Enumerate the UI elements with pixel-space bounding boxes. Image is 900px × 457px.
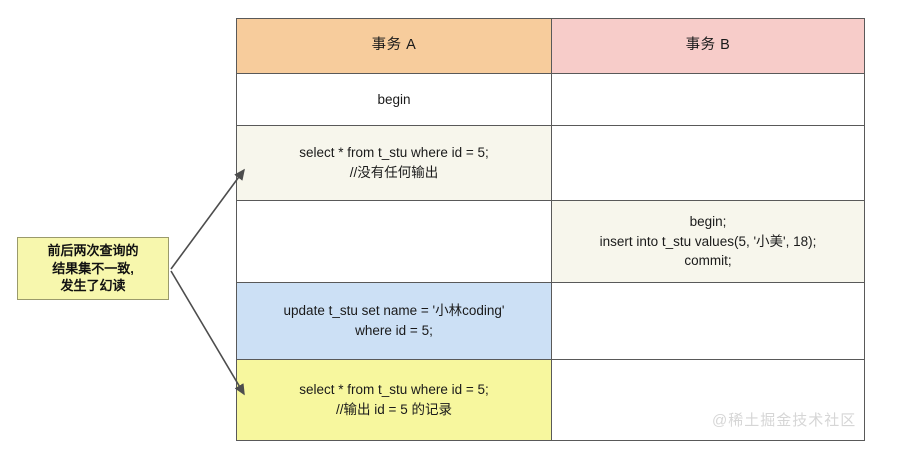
cell-a-empty-1 bbox=[236, 200, 552, 283]
table-row: begin; insert into t_stu values(5, '小美',… bbox=[236, 200, 865, 283]
cell-b-insert-commit: begin; insert into t_stu values(5, '小美',… bbox=[551, 200, 865, 283]
table-header-row: 事务 A 事务 B bbox=[236, 18, 865, 74]
cell-b-empty-2 bbox=[551, 125, 865, 201]
cell-a-begin: begin bbox=[236, 73, 552, 126]
table-row: select * from t_stu where id = 5; //没有任何… bbox=[236, 125, 865, 201]
table-row: select * from t_stu where id = 5; //输出 i… bbox=[236, 359, 865, 441]
arrow-to-first-select bbox=[170, 168, 245, 270]
cell-b-empty-4 bbox=[551, 359, 865, 441]
cell-b-empty-1 bbox=[551, 73, 865, 126]
table-row: begin bbox=[236, 73, 865, 126]
callout-line-3: 发生了幻读 bbox=[60, 278, 126, 294]
table-row: update t_stu set name = '小林coding' where… bbox=[236, 282, 865, 360]
cell-a-update: update t_stu set name = '小林coding' where… bbox=[236, 282, 552, 360]
column-header-transaction-b: 事务 B bbox=[551, 18, 865, 74]
column-header-transaction-a: 事务 A bbox=[236, 18, 552, 74]
callout-line-1: 前后两次查询的 bbox=[47, 243, 139, 259]
arrow-to-second-select bbox=[170, 270, 245, 396]
cell-a-second-select: select * from t_stu where id = 5; //输出 i… bbox=[236, 359, 552, 441]
cell-a-first-select: select * from t_stu where id = 5; //没有任何… bbox=[236, 125, 552, 201]
cell-b-empty-3 bbox=[551, 282, 865, 360]
transaction-timeline-table: 事务 A 事务 B begin select * from t_stu wher… bbox=[236, 18, 865, 441]
site-watermark: @稀土掘金技术社区 bbox=[712, 412, 857, 429]
phantom-read-annotation-box: 前后两次查询的 结果集不一致, 发生了幻读 bbox=[17, 237, 169, 300]
callout-line-2: 结果集不一致, bbox=[52, 260, 134, 276]
